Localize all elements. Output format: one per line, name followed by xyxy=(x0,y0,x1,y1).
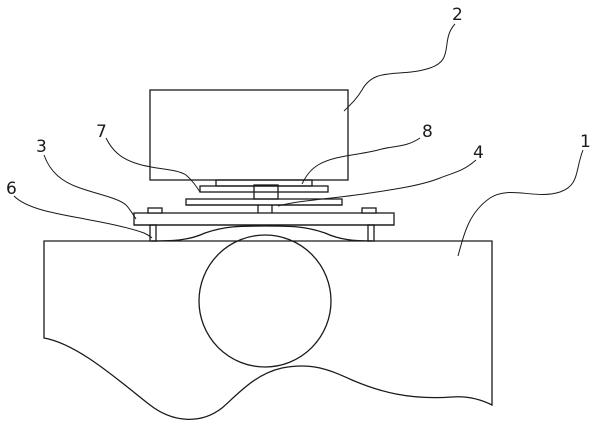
leader-3 xyxy=(43,154,137,220)
upper-housing xyxy=(149,89,349,181)
label-1: 1 xyxy=(580,132,591,152)
leader-7 xyxy=(105,137,201,193)
label-6: 6 xyxy=(6,179,17,199)
flange-7 xyxy=(199,185,329,193)
leader-8 xyxy=(301,137,421,185)
mounting-plate xyxy=(133,212,395,226)
saddle-pad xyxy=(151,225,373,242)
support-post-right xyxy=(367,224,375,242)
label-7: 7 xyxy=(96,122,107,142)
label-3: 3 xyxy=(36,137,47,157)
leader-4 xyxy=(277,159,477,207)
leader-1 xyxy=(457,149,584,257)
bolt-head-left xyxy=(147,207,163,214)
bolt-head-right xyxy=(361,207,377,214)
label-4: 4 xyxy=(473,143,484,163)
label-8: 8 xyxy=(422,122,433,142)
leader-2 xyxy=(343,23,456,112)
circular-bore xyxy=(198,234,332,368)
leader-6 xyxy=(13,195,153,239)
support-post-left xyxy=(149,224,157,242)
label-2: 2 xyxy=(452,5,463,25)
base-body xyxy=(43,240,493,420)
